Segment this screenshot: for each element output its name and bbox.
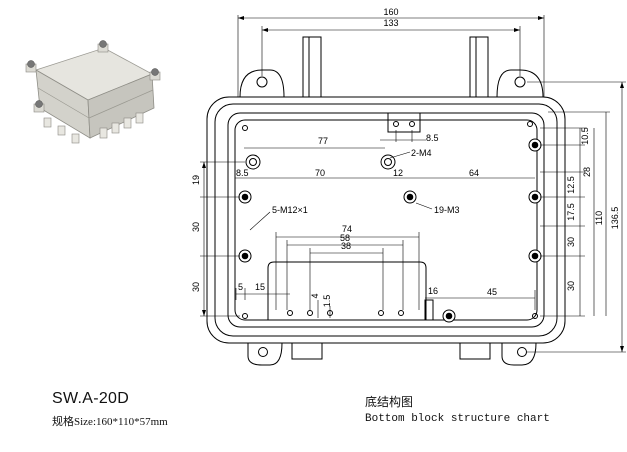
label-2m4: 2-M4 bbox=[411, 148, 432, 158]
dim-17-5-right: 17.5 bbox=[566, 203, 576, 221]
dim-136-5-right: 136.5 bbox=[610, 207, 620, 230]
dimension-lines bbox=[200, 15, 626, 353]
dim-10-5-right: 10.5 bbox=[580, 127, 590, 145]
chart-title-en: Bottom block structure chart bbox=[365, 413, 550, 425]
dim-8-5-top: 8.5 bbox=[426, 133, 439, 143]
dim-110-right: 110 bbox=[594, 211, 604, 225]
holes bbox=[242, 121, 538, 319]
chart-title-cn: 底结构图 bbox=[365, 395, 414, 409]
dim-mount-spacing: 133 bbox=[383, 18, 398, 28]
dim-15-bottom: 15 bbox=[255, 282, 265, 292]
dim-30-left-b: 30 bbox=[191, 282, 201, 292]
dim-64: 64 bbox=[469, 168, 479, 178]
dim-30-right-a: 30 bbox=[566, 237, 576, 247]
dim-70: 70 bbox=[315, 168, 325, 178]
dim-30-left-a: 30 bbox=[191, 222, 201, 232]
dim-58: 58 bbox=[340, 233, 350, 243]
model-name: SW.A-20D bbox=[52, 390, 130, 407]
dim-45-bottom: 45 bbox=[487, 287, 497, 297]
dim-16-bottom: 16 bbox=[428, 286, 438, 296]
dimension-labels: 160 133 77 8.5 2-M4 8.5 70 12 64 19-M3 5… bbox=[191, 7, 620, 307]
dim-12: 12 bbox=[393, 168, 403, 178]
dim-8-5-left: 8.5 bbox=[236, 168, 249, 178]
dim-5-bottom: 5 bbox=[238, 282, 243, 292]
dim-overall-width: 160 bbox=[383, 7, 398, 17]
dim-1-5-bottom: 1.5 bbox=[322, 295, 332, 308]
dim-38: 38 bbox=[341, 241, 351, 251]
dim-4-bottom: 4 bbox=[310, 293, 320, 298]
label-19m3: 19-M3 bbox=[434, 205, 460, 215]
arrowheads bbox=[202, 16, 624, 352]
enclosure-outline bbox=[206, 36, 566, 366]
m12-holes bbox=[238, 138, 542, 323]
label-5m12: 5-M12×1 bbox=[272, 205, 308, 215]
dim-28-right: 28 bbox=[582, 167, 592, 177]
dim-30-right-b: 30 bbox=[566, 281, 576, 291]
dim-77: 77 bbox=[318, 136, 328, 146]
product-photo bbox=[18, 33, 166, 171]
dim-12-5-right: 12.5 bbox=[566, 176, 576, 194]
dim-74: 74 bbox=[342, 224, 352, 234]
dim-19-left: 19 bbox=[191, 175, 201, 185]
size-spec: 规格Size:160*110*57mm bbox=[52, 416, 168, 428]
